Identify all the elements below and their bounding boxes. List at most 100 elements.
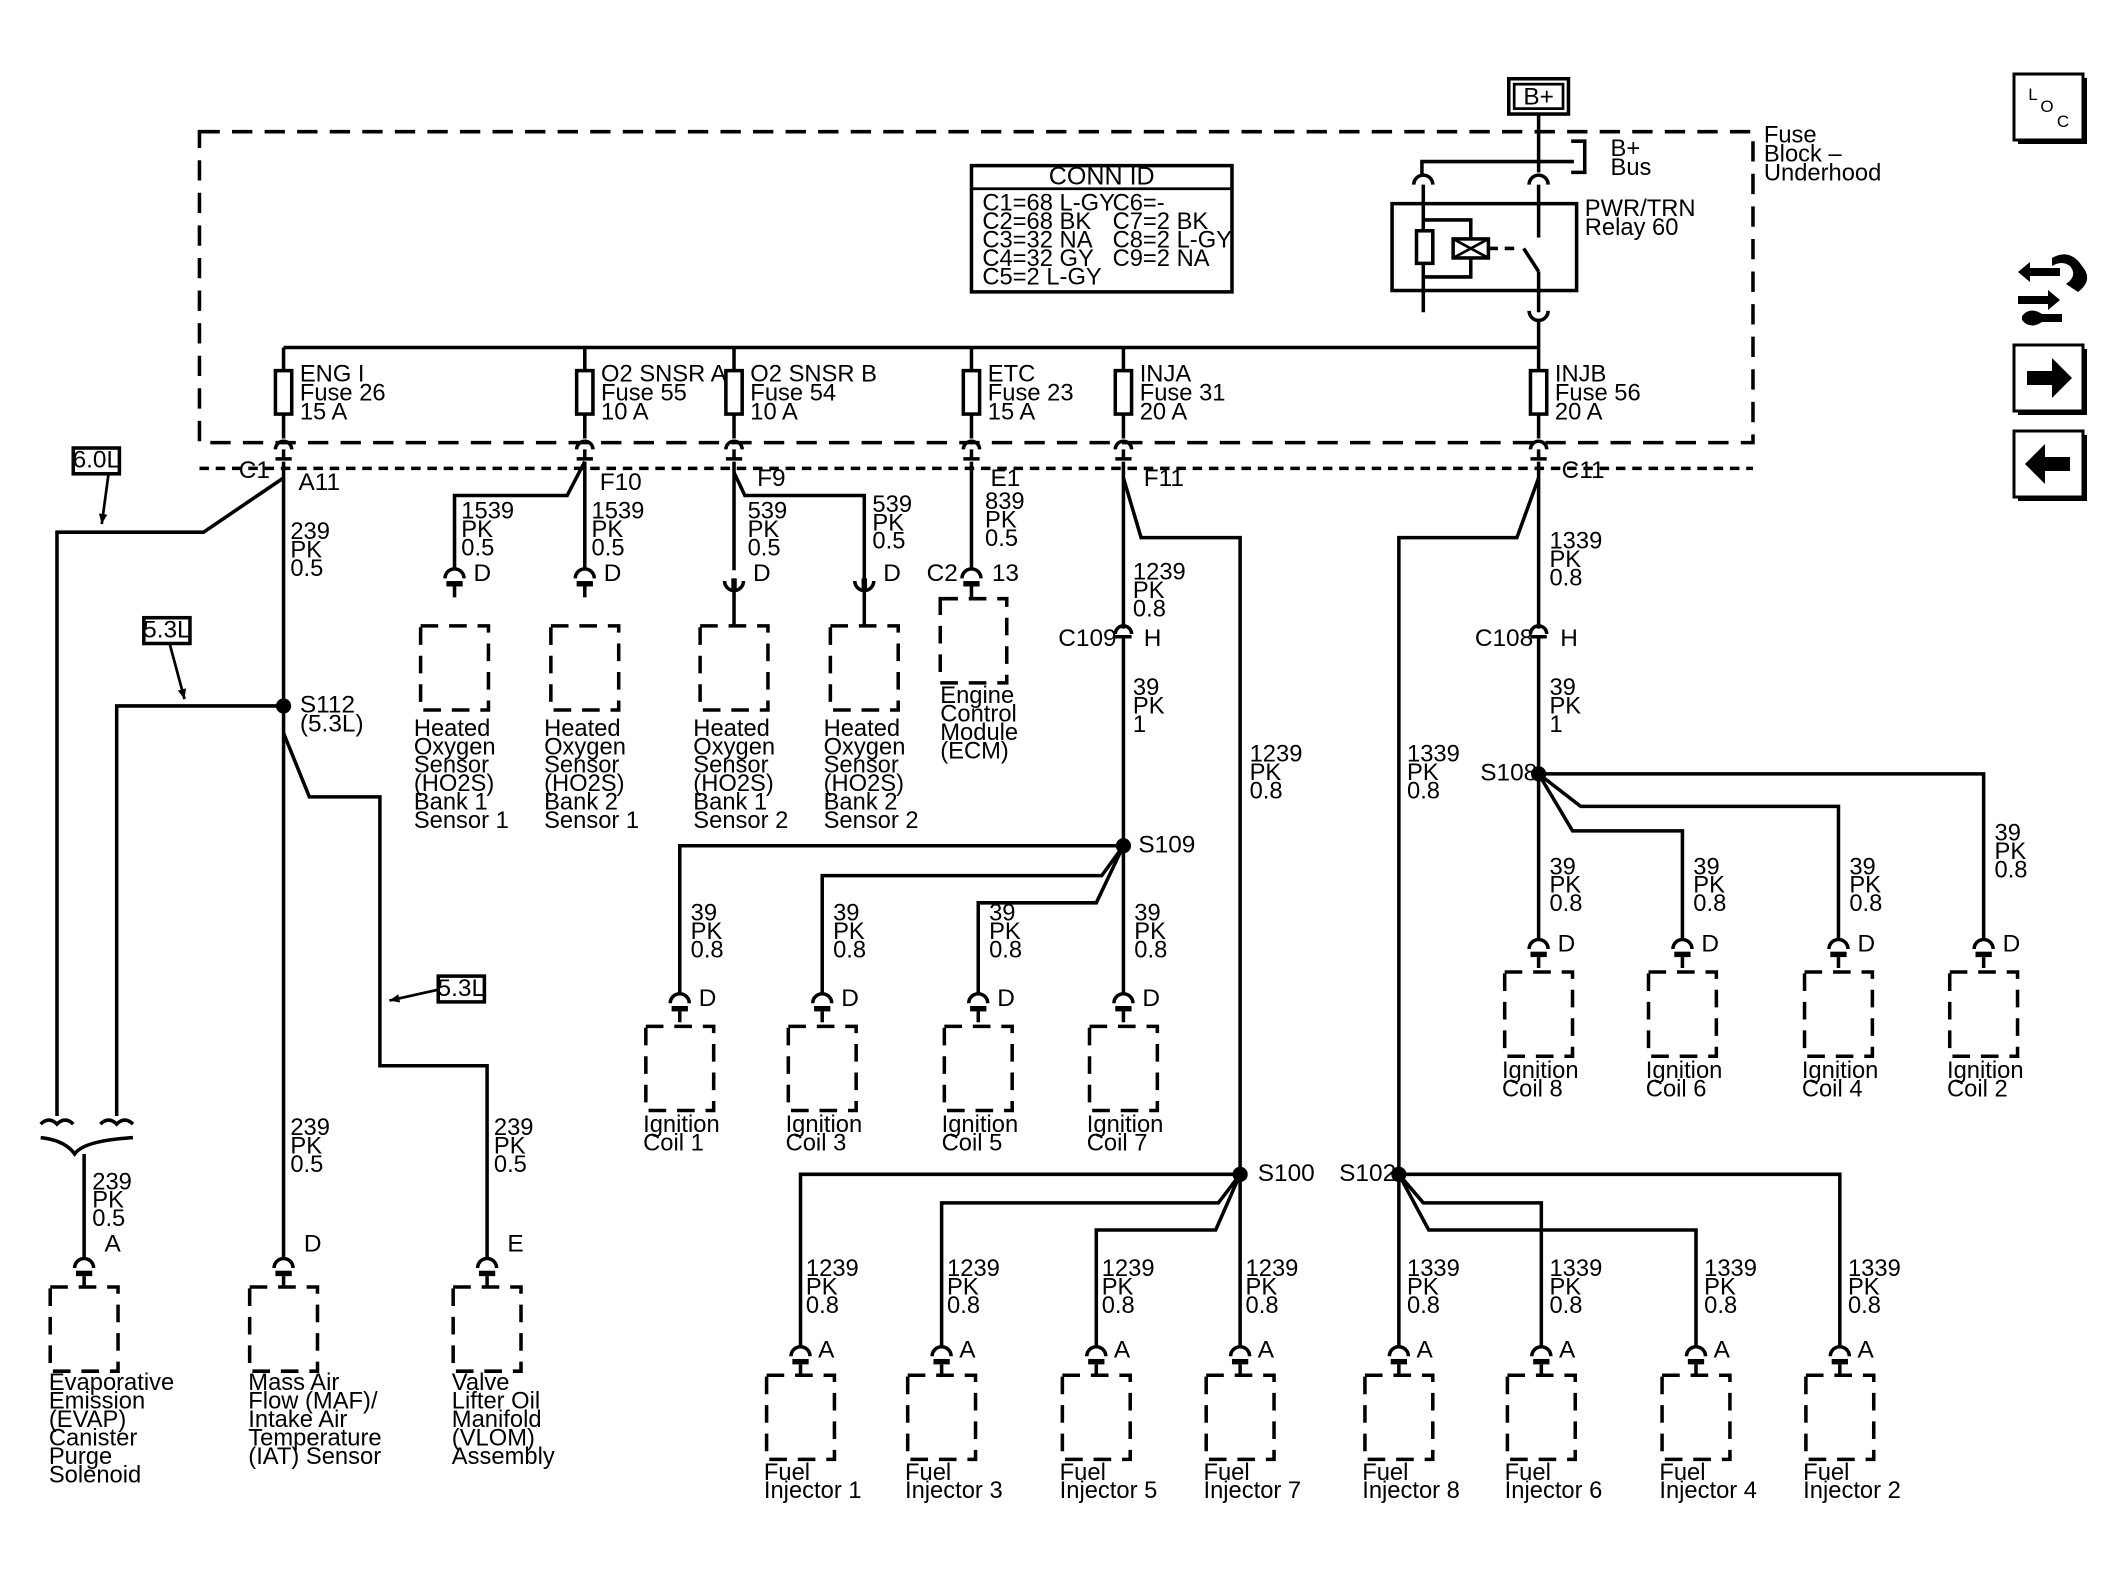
terminal-arc (1972, 937, 1995, 950)
fuel-injector-right-2-label-line: Fuel (1659, 1459, 1705, 1486)
ho2s-bank1-sensor1-label-line: Heated (414, 715, 491, 742)
fuse-23-etc (961, 368, 982, 439)
terminal-arc (1112, 992, 1135, 1004)
fuse-55-o2-snsr-a-c1-connector (574, 439, 595, 461)
evap-component-outline (48, 1285, 120, 1373)
inline-arc (1528, 624, 1549, 635)
ignition-coil-left-2-label-line: Coil 5 (942, 1130, 1003, 1157)
wire-539-left-label-line: 539 (748, 498, 788, 525)
terminal-bar (1831, 1358, 1848, 1365)
wire-39-label-line: PK (1133, 693, 1165, 720)
terminal-bar (671, 1005, 688, 1012)
ho2s-bank2-sensor1-label-line: Oxygen (544, 733, 626, 760)
fuel-injector-left-1-label-line: Injector 3 (905, 1477, 1003, 1504)
fuel-injector-right-0-label-line: Fuel (1362, 1459, 1408, 1486)
wire-39-coil-label-line: 39 (1134, 899, 1160, 926)
harness-tools-icon-button[interactable] (2018, 254, 2088, 326)
location-view-letter: C (2057, 112, 2069, 131)
ignition-coil-right-2-label-line: Ignition (1802, 1057, 1879, 1084)
connector-cup (724, 439, 744, 450)
ignition-coil-left-3-label-line: Coil 7 (1087, 1130, 1148, 1157)
ignition-coil-left-1-outline (786, 1024, 858, 1113)
circuit-1339-injectors (1397, 477, 1541, 1175)
next-page-button[interactable] (2012, 343, 2087, 415)
terminal-bar (861, 578, 867, 592)
bplus-branch (1420, 159, 1539, 174)
splice-s108-label: S108 (1480, 760, 1537, 787)
maf-pin-label: D (304, 1231, 322, 1258)
battery-inner (1512, 82, 1565, 110)
wire-1339-inj-label-line: 0.8 (1848, 1292, 1881, 1319)
ho2s-bank1-sensor1-label-line: Bank 1 (414, 789, 488, 816)
conn-id-right-column-line: C8=2 L-GY (1113, 226, 1233, 253)
fuse-26-eng-i-label-line: ENG I (300, 360, 365, 387)
engine-tag-label: 5.3L (438, 975, 486, 1002)
wire-239-evap-label-line: PK (92, 1187, 124, 1214)
conn-id-right-column-line: C7=2 BK (1113, 208, 1209, 235)
bplus-bus-label-line: B+ (1611, 135, 1641, 162)
inline-arc (1113, 624, 1134, 635)
wire-1239-inj-label-line: 0.8 (1246, 1292, 1279, 1319)
ignition-coil-left-2-terminal (966, 992, 990, 1023)
wire-239-maf-label-line: PK (290, 1132, 322, 1159)
ho2s-bank1-sensor2-terminal (722, 578, 746, 625)
wire-39-coil-label-line: PK (989, 918, 1021, 945)
engine-tag-label: 5.3L (143, 616, 191, 643)
splice-s112-label-line: S112 (300, 692, 355, 719)
wire-1239-mid-label-line: 1239 (1250, 741, 1303, 768)
maf-iat-sensor-label-line: Temperature (248, 1425, 381, 1452)
fuel-injector-left-3-terminal (1228, 1344, 1252, 1376)
conn-id-left-column-line: C3=32 NA (982, 226, 1092, 253)
ho2s-bank1-sensor2-label-line: Heated (693, 715, 770, 742)
fuel-injector-left-3-label-line: Fuel (1203, 1459, 1249, 1486)
wire-1339-mid-label-line: 1339 (1407, 741, 1460, 768)
fuel-injector-pin-label: A (1559, 1337, 1576, 1364)
terminal-bar (1975, 951, 1992, 958)
previous-page-button[interactable] (2012, 429, 2087, 501)
terminal-bar (1088, 1358, 1105, 1365)
fuel-injector-pin-label: A (1416, 1337, 1433, 1364)
circuit-39-coil6 (1537, 772, 1685, 941)
splice-s102-label: S102 (1339, 1160, 1396, 1187)
circuit-1239-inj5 (1094, 1173, 1242, 1349)
engine-tag-box (436, 974, 487, 1004)
terminal-bar (1390, 1358, 1408, 1365)
location-view-button[interactable]: LOC (2012, 72, 2087, 144)
fuse-54-o2-snsr-b-label-line: 10 A (750, 398, 798, 425)
option-break (39, 1118, 75, 1127)
wire-39-coil-label-line: 0.8 (989, 936, 1022, 963)
relay-output-arc (1527, 310, 1550, 323)
pin-f11-label: F11 (1144, 465, 1184, 492)
splice-s109-label: S109 (1138, 832, 1195, 859)
fuel-injector-pin-label: A (1114, 1337, 1131, 1364)
fuse-54-o2-snsr-b-label-line: O2 SNSR B (750, 360, 877, 387)
ho2s-bank2-sensor2-label-line: Sensor 2 (824, 807, 919, 834)
battery-label: B+ (1523, 84, 1554, 111)
fuse-26-eng-i-label-line: Fuse 26 (300, 379, 386, 406)
fuel-injector-left-2-label-line: Fuel (1060, 1459, 1106, 1486)
engine-tag-arrowhead (98, 513, 108, 525)
location-view-letter: O (2040, 97, 2053, 116)
wire-39-coil-right-label-line: 0.8 (1994, 856, 2027, 883)
fuse-23-etc-label-line: ETC (988, 360, 1035, 387)
wire-1339-inj-label-line: 0.8 (1407, 1292, 1440, 1319)
